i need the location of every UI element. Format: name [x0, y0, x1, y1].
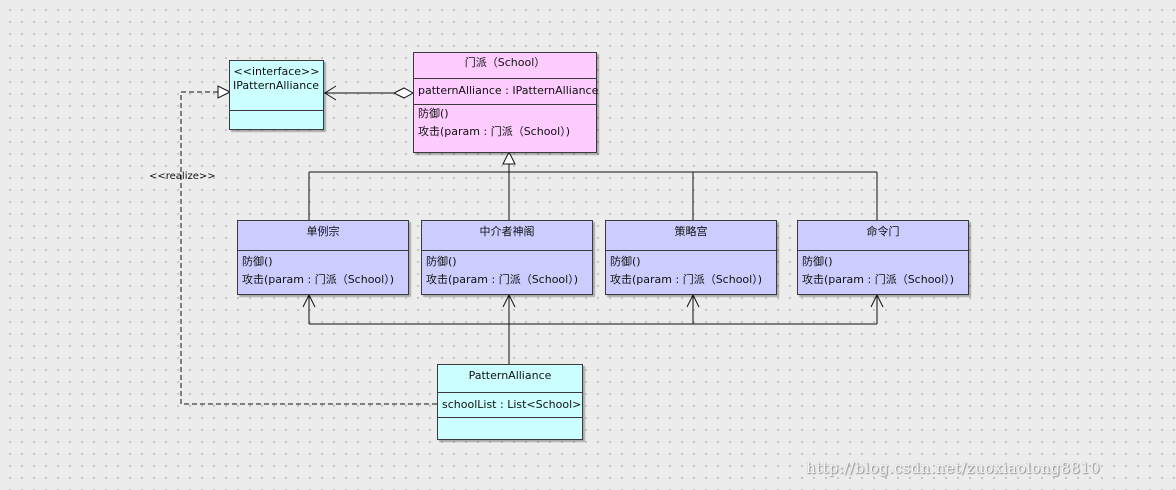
subclass-method-attack: 攻击(param : 门派（School）) — [610, 273, 763, 286]
assoc-arrowhead-2 — [502, 293, 516, 308]
subclass-method-defend: 防御() — [610, 255, 641, 268]
aggregation-diamond — [392, 87, 415, 99]
pattern-alliance-methods-section — [438, 417, 582, 439]
school-attribute: patternAlliance : IPatternAlliance — [418, 84, 599, 97]
school-method-defend: 防御() — [418, 107, 449, 120]
pattern-alliance-class-box[interactable]: PatternAlliance schoolList : List<School… — [437, 364, 583, 440]
school-class-name: 门派（School） — [464, 56, 546, 69]
realization-line — [180, 91, 437, 405]
pattern-alliance-name: PatternAlliance — [468, 369, 552, 382]
subclass-name: 策略宫 — [674, 225, 708, 238]
subclass-methods-section: 防御() 攻击(param : 门派（School）) — [238, 250, 408, 289]
assoc-arrowhead-1 — [302, 293, 316, 308]
interface-attributes-section — [230, 110, 323, 129]
subclass-box-strategy[interactable]: 策略宫 防御() 攻击(param : 门派（School）) — [605, 220, 777, 295]
pattern-alliance-attribute: schoolList : List<School> — [442, 398, 582, 411]
subclass-method-attack: 攻击(param : 门派（School）) — [242, 273, 395, 286]
realize-label: <<realize>> — [149, 171, 216, 182]
school-methods-section: 防御() 攻击(param : 门派（School）) — [414, 104, 596, 141]
subclass-box-singleton[interactable]: 单例宗 防御() 攻击(param : 门派（School）) — [237, 220, 409, 295]
subclass-methods-section: 防御() 攻击(param : 门派（School）) — [606, 250, 776, 289]
interface-class-box[interactable]: <<interface>> IPatternAlliance — [229, 60, 324, 130]
assoc-arrowhead-3 — [686, 293, 700, 308]
interface-stereotype: <<interface>> — [233, 65, 320, 78]
pattern-alliance-attributes-section: schoolList : List<School> — [438, 392, 582, 418]
generalization-arrowhead — [502, 150, 516, 165]
subclass-name: 单例宗 — [306, 225, 340, 238]
subclass-method-attack: 攻击(param : 门派（School）) — [802, 273, 955, 286]
subclass-method-attack: 攻击(param : 门派（School）) — [426, 273, 579, 286]
assoc-arrowhead-4 — [870, 293, 884, 308]
association-arrowhead — [324, 85, 337, 101]
subclass-box-command[interactable]: 命令门 防御() 攻击(param : 门派（School）) — [797, 220, 969, 295]
subclass-methods-section: 防御() 攻击(param : 门派（School）) — [422, 250, 592, 289]
watermark: http://blog.csdn.net/zuoxiaolong8810 — [806, 459, 1100, 477]
realization-arrowhead — [217, 85, 232, 99]
subclass-method-defend: 防御() — [802, 255, 833, 268]
school-attributes-section: patternAlliance : IPatternAlliance — [414, 78, 599, 104]
subclass-method-defend: 防御() — [426, 255, 457, 268]
subclass-box-mediator[interactable]: 中介者神阁 防御() 攻击(param : 门派（School）) — [421, 220, 593, 295]
subclass-name: 命令门 — [866, 225, 900, 238]
school-class-box[interactable]: 门派（School） patternAlliance : IPatternAll… — [413, 52, 599, 153]
subclass-name: 中介者神阁 — [479, 225, 535, 238]
subclass-method-defend: 防御() — [242, 255, 273, 268]
interface-name: IPatternAlliance — [233, 79, 320, 92]
subclass-methods-section: 防御() 攻击(param : 门派（School）) — [798, 250, 968, 289]
school-method-attack: 攻击(param : 门派（School）) — [418, 125, 571, 138]
